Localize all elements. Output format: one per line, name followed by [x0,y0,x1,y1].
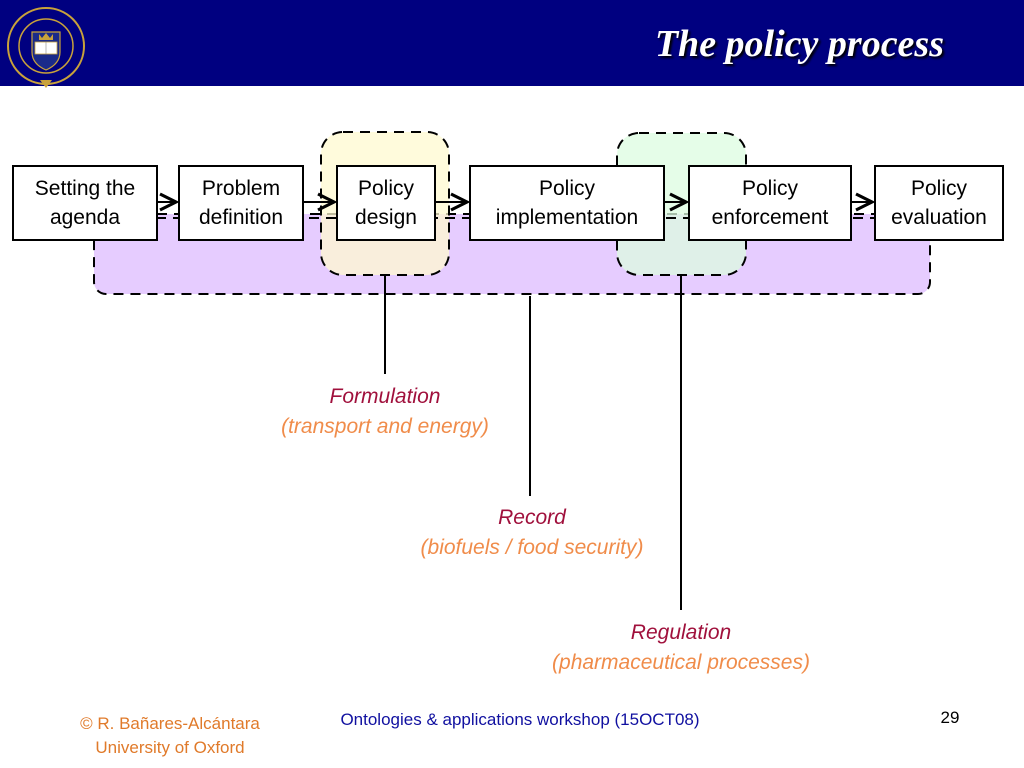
stage-setting-the-agenda: Setting the agenda [12,165,158,241]
callout-description: (biofuels / food security) [420,536,644,559]
callout-name: Record [498,506,566,529]
oxford-crest-icon [7,7,85,88]
callout-name: Formulation [329,385,441,408]
stage-problem-definition: Problem definition [178,165,304,241]
stage-label: Policy enforcement [711,177,829,229]
stage-label: Problem definition [198,177,284,229]
slide-header: The policy process [0,0,1024,88]
stage-label: Policy implementation [495,177,639,229]
slide-title: The policy process [654,23,944,65]
stage-policy-enforcement: Policy enforcement [688,165,852,241]
regulation-callout: Regulation (pharmaceutical processes) [511,618,851,678]
stage-policy-evaluation: Policy evaluation [874,165,1004,241]
page-number: 29 [940,708,960,727]
footer-author: © R. Bañares-Alcántara University of Oxf… [50,712,290,760]
record-callout: Record (biofuels / food security) [382,503,682,563]
formulation-callout: Formulation (transport and energy) [235,382,535,442]
callout-description: (pharmaceutical processes) [552,651,810,674]
footer-event: Ontologies & applications workshop (15OC… [340,710,700,729]
stage-policy-implementation: Policy implementation [469,165,665,241]
stage-policy-design: Policy design [336,165,436,241]
callout-name: Regulation [630,621,732,644]
author-affiliation: University of Oxford [95,738,245,757]
stage-label: Policy evaluation [891,177,987,229]
stage-label: Setting the agenda [34,177,136,229]
policy-process-diagram: Setting the agenda Problem definition Po… [0,86,1024,768]
author-name: © R. Bañares-Alcántara [80,714,260,733]
callout-description: (transport and energy) [281,415,489,438]
stage-label: Policy design [355,177,417,229]
